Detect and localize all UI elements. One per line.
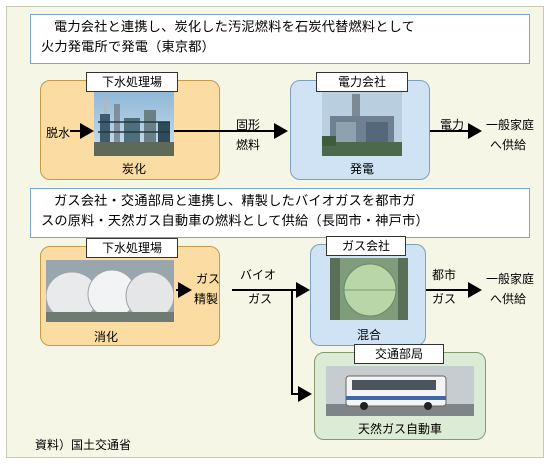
dewater-label: 脱水 — [46, 126, 71, 140]
household-supply-label-2-line1: 一般家庭 — [486, 272, 535, 286]
household-supply-label-2-line2: へ供給 — [490, 292, 527, 306]
city-gas-label-1: 都市 — [432, 268, 457, 282]
power-company-tab: 電力会社 — [316, 72, 408, 92]
gas-holder-photo — [330, 258, 408, 320]
section1-banner-line2: 火力発電所で発電（東京都） — [41, 40, 216, 55]
digestion-caption: 消化 — [93, 330, 118, 344]
sewage-plant-tab-1: 下水処理場 — [86, 72, 178, 92]
section1-banner-line1: 電力会社と連携し、炭化した汚泥燃料を石炭代替燃料として — [54, 20, 416, 35]
gas-company-tab: ガス会社 — [326, 236, 406, 256]
section1-banner: 電力会社と連携し、炭化した汚泥燃料を石炭代替燃料として 火力発電所で発電（東京都… — [30, 14, 530, 64]
source-note: 資料）国土交通省 — [35, 438, 132, 452]
mixing-caption: 混合 — [356, 328, 381, 342]
section2-banner-line1: ガス会社・交通部局と連携し、精製したバイオガスを都市ガ — [54, 194, 416, 209]
natural-gas-bus-photo — [326, 366, 474, 416]
carbonization-plant-photo — [94, 92, 174, 156]
natural-gas-vehicle-caption: 天然ガス自動車 — [357, 422, 442, 436]
gas-refining-label-1: ガス — [196, 272, 221, 286]
power-plant-photo — [322, 92, 402, 156]
city-gas-label-2: ガス — [432, 292, 457, 306]
biogas-branch-arrow — [291, 290, 312, 402]
section2-banner-line2: スの原料・天然ガス自動車の燃料として供給（長岡市・神戸市） — [41, 214, 429, 229]
sewage-plant-tab-2: 下水処理場 — [86, 238, 178, 258]
biogas-label-2: ガス — [248, 292, 273, 306]
transport-bureau-tab: 交通部局 — [354, 344, 444, 364]
household-supply-label-1-line2: へ供給 — [490, 138, 527, 152]
digestion-tank-photo — [46, 260, 174, 322]
carbonization-caption: 炭化 — [121, 162, 146, 176]
gas-refining-label-2: 精製 — [194, 292, 219, 306]
section2-banner: ガス会社・交通部局と連携し、精製したバイオガスを都市ガ スの原料・天然ガス自動車… — [30, 188, 530, 238]
solid-fuel-label-1: 固形 — [236, 118, 261, 132]
power-generation-caption: 発電 — [349, 162, 374, 176]
solid-fuel-label-2: 燃料 — [236, 138, 261, 152]
household-supply-label-1-line1: 一般家庭 — [486, 118, 535, 132]
electricity-label: 電力 — [440, 118, 465, 132]
biogas-label-1: バイオ — [240, 268, 277, 282]
